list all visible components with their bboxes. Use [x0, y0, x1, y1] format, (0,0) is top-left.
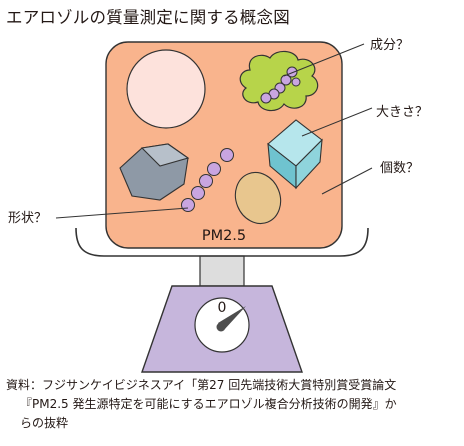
source-line-2: 『PM2.5 発生源特定を可能にするエアロゾル複合分析技術の開発』か [20, 397, 397, 411]
scale-needle-pivot [216, 322, 226, 332]
leader-composition [283, 43, 365, 77]
page-title: エアロゾルの質量測定に関する概念図 [6, 8, 290, 27]
scale-neck [199, 255, 245, 287]
scale-needle [218, 306, 246, 330]
label-size: 大きさ？ [376, 105, 428, 120]
leader-count [321, 167, 373, 195]
source-line-3: らの抜粋 [20, 416, 69, 430]
pan-curve [75, 227, 369, 257]
source-line-1: 資料：フジサンケイビジネスアイ「第27 回先端技術大賞特別賞受賞論文 [6, 378, 397, 392]
composition-blob [239, 50, 319, 112]
source-note: 資料：フジサンケイビジネスアイ「第27 回先端技術大賞特別賞受賞論文 『PM2.… [6, 376, 397, 433]
leader-size [301, 107, 373, 137]
label-shape: 形状？ [8, 211, 47, 226]
label-count: 個数？ [380, 161, 419, 176]
scale-reading: 0 [218, 300, 227, 316]
weighing-pan [75, 227, 369, 257]
sphere-particle [126, 49, 206, 129]
leader-lines [55, 43, 373, 219]
composition-particle [239, 50, 319, 112]
crystal-particle [267, 119, 323, 190]
pm-label: PM2.5 [202, 228, 246, 244]
label-composition: 成分？ [370, 38, 409, 53]
leader-shape [55, 207, 189, 219]
composition-beads [260, 66, 301, 104]
scale-body: 0 [141, 255, 303, 373]
rock-particle [119, 143, 190, 201]
particle-chain [181, 148, 234, 212]
oval-particle [234, 171, 282, 225]
